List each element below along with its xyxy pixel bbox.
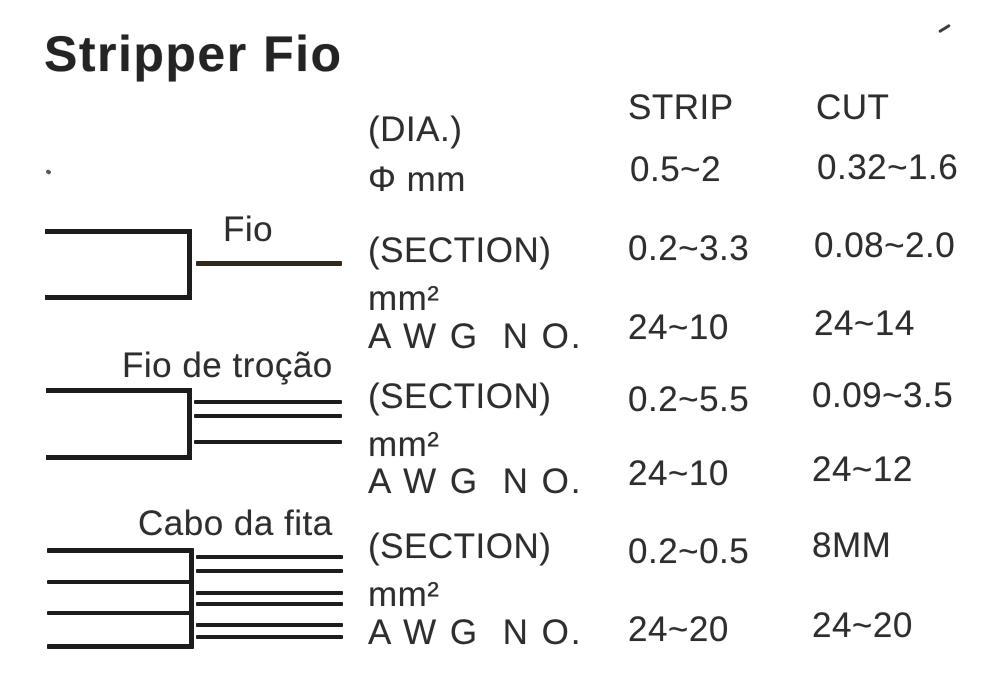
wire-line — [196, 635, 343, 639]
section-cut-value: 8MM — [812, 526, 892, 565]
ribbon-line — [47, 644, 192, 649]
awg-cut-value: 24~20 — [812, 606, 913, 645]
section-cut-value: 0.09~3.5 — [812, 376, 954, 415]
ribbon-line — [47, 580, 192, 584]
wire-type-label-fio-de-trocao: Fio de troção — [122, 346, 333, 385]
column-header-cut: CUT — [816, 88, 890, 127]
wire-line — [196, 261, 342, 266]
ribbon-edge — [189, 548, 194, 649]
column-header-strip: STRIP — [628, 88, 734, 127]
ribbon-line — [47, 548, 192, 553]
awg-label: A W G N O. — [368, 613, 583, 652]
awg-cut-value: 24~14 — [814, 304, 915, 343]
section-label: (SECTION) — [368, 377, 552, 416]
dia-row-label-line1: (DIA.) — [368, 110, 463, 149]
section-strip-value: 0.2~5.5 — [628, 380, 750, 419]
insulation-outline — [46, 388, 192, 460]
wire-line — [196, 555, 343, 559]
awg-label: A W G N O. — [368, 462, 583, 501]
ribbon-line — [47, 611, 192, 615]
wire-line — [196, 602, 343, 606]
wire-line — [194, 400, 342, 404]
dia-strip-value: 0.5~2 — [630, 150, 722, 189]
section-unit-label: mm² — [368, 575, 440, 614]
wire-line — [194, 414, 342, 418]
wire-type-label-fio: Fio — [223, 210, 274, 249]
wire-line — [194, 440, 342, 444]
page-title: Stripper Fio — [44, 26, 343, 82]
dia-cut-value: 0.32~1.6 — [817, 148, 959, 187]
awg-strip-value: 24~20 — [628, 610, 729, 649]
awg-cut-value: 24~12 — [812, 450, 913, 489]
wire-line — [196, 623, 343, 627]
awg-strip-value: 24~10 — [628, 308, 729, 347]
section-unit-label: mm² — [368, 425, 440, 464]
section-label: (SECTION) — [368, 527, 552, 566]
dia-row-label-line2: Φ mm — [368, 160, 466, 199]
section-cut-value: 0.08~2.0 — [814, 226, 956, 265]
wire-line — [196, 591, 343, 595]
scan-slash-artifact — [938, 23, 951, 34]
awg-strip-value: 24~10 — [628, 454, 729, 493]
wire-line — [196, 569, 343, 573]
scan-speck-artifact — [45, 168, 52, 176]
wire-type-label-cabo-da-fita: Cabo da fita — [138, 504, 333, 543]
insulation-outline — [45, 229, 192, 300]
awg-label: A W G N O. — [368, 317, 583, 356]
section-label: (SECTION) — [368, 231, 552, 270]
section-unit-label: mm² — [368, 279, 440, 318]
section-strip-value: 0.2~0.5 — [628, 532, 750, 571]
section-strip-value: 0.2~3.3 — [628, 229, 750, 268]
